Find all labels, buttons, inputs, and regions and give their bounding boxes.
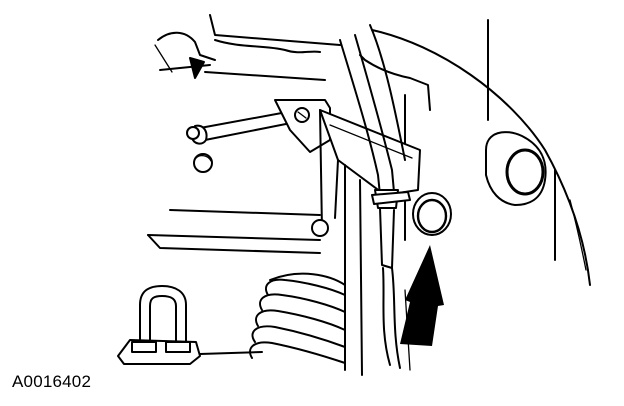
plug-grommet (412, 192, 452, 236)
fender-grommet (485, 131, 547, 206)
fender-housing (371, 19, 591, 286)
ball-stud (193, 153, 213, 173)
u-bolt-clip (117, 285, 263, 365)
cable-hose (339, 24, 411, 369)
body-panel (154, 14, 431, 111)
bellows-boot (249, 272, 346, 364)
figure-id-label: A0016402 (12, 372, 92, 391)
direction-arrow (400, 245, 444, 346)
lever-arm (186, 99, 331, 153)
